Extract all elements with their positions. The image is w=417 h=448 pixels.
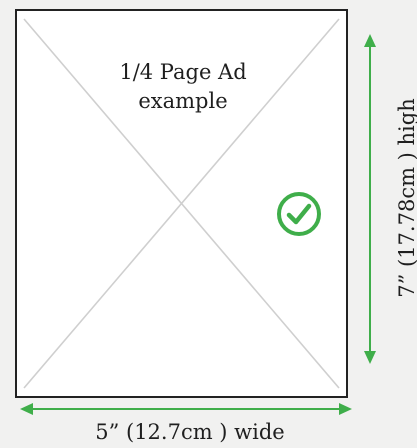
check-circle-icon (277, 192, 321, 236)
ad-title-line-1: 1/4 Page Ad (119, 60, 247, 84)
placeholder-diagonal-b (23, 18, 340, 389)
double-arrow-vertical-icon (364, 34, 376, 364)
ad-title: 1/4 Page Ad example (98, 58, 268, 116)
height-dimension-label: 7” (17.78cm ) high (395, 98, 417, 298)
placeholder-cross (23, 18, 340, 389)
width-dimension-label: 5” (12.7cm ) wide (95, 420, 285, 444)
ad-title-line-2: example (138, 89, 228, 113)
double-arrow-horizontal-icon (20, 403, 352, 415)
